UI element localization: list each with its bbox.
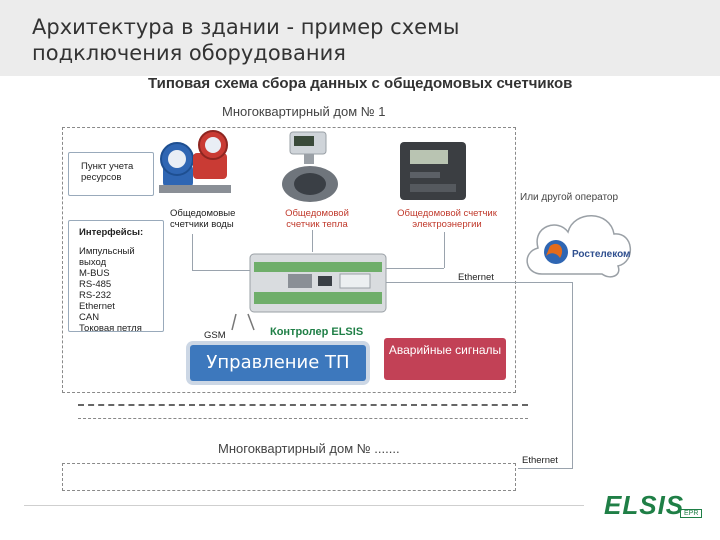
- slide-title: Архитектура в здании - пример схемы подк…: [32, 15, 460, 65]
- slide-header: [0, 0, 720, 76]
- rostelecom-label: Ростелеком: [572, 249, 631, 260]
- interface-item: Ethernet: [79, 301, 115, 312]
- water-meter-icon: [159, 130, 231, 193]
- interfaces-box: Интерфейсы: Импульсный выход M-BUS RS-48…: [68, 220, 164, 334]
- elsis-logo: ELSIS: [604, 490, 685, 520]
- resource-point-box: Пункт учета ресурсов: [68, 152, 154, 196]
- water-meters-label: Общедомовые счетчики воды: [170, 208, 236, 230]
- connector-line: [572, 282, 573, 468]
- interface-item: Импульсный выход: [79, 246, 135, 268]
- ethernet-label-1: Ethernet: [458, 272, 494, 283]
- elsis-logo-sub: EPR: [680, 509, 703, 518]
- gsm-label: GSM: [204, 330, 226, 341]
- interfaces-title: Интерфейсы:: [79, 227, 144, 238]
- heat-meter-icon: [282, 131, 338, 202]
- ethernet-label-2: Ethernet: [522, 455, 558, 466]
- diagram-title: Типовая схема сбора данных с общедомовых…: [148, 75, 573, 92]
- interface-item: Токовая петля: [79, 323, 142, 334]
- power-meter-icon: [400, 142, 466, 200]
- connector-line: [518, 282, 572, 283]
- interface-item: M-BUS: [79, 268, 110, 279]
- controller-label: Контролер ELSIS: [270, 326, 364, 338]
- connector-line: [386, 282, 518, 283]
- operator-label: Или другой оператор: [520, 192, 619, 203]
- power-meter-label: Общедомовой счетчик электроэнергии: [397, 208, 497, 230]
- alarm-signals-button[interactable]: Аварийные сигналы: [384, 338, 506, 380]
- control-tp-button[interactable]: Управление ТП: [190, 345, 366, 381]
- heat-meter-label: Общедомовой счетчик тепла: [285, 208, 349, 230]
- connector-line: [518, 468, 573, 469]
- resource-point-label: Пункт учета ресурсов: [81, 161, 134, 183]
- connector-line: [312, 230, 313, 252]
- house-n-frame: [62, 463, 516, 491]
- connector-line: [192, 270, 250, 271]
- interfaces-list: Импульсный выход M-BUS RS-485 RS-232 Eth…: [69, 238, 163, 334]
- connector-line: [192, 234, 193, 270]
- interface-item: CAN: [79, 312, 100, 323]
- house-n-label: Многоквартирный дом № .......: [218, 441, 400, 456]
- interface-item: RS-232: [79, 290, 112, 301]
- connector-line: [444, 232, 445, 268]
- house-1-label: Многоквартирный дом № 1: [222, 104, 386, 119]
- separator-line: [78, 418, 528, 419]
- controller-icon: [249, 253, 387, 313]
- connector-line: [386, 268, 444, 269]
- interface-item: RS-485: [79, 279, 112, 290]
- antenna-icon: [231, 313, 255, 331]
- separator-line: [78, 404, 528, 406]
- footer-line: [24, 505, 584, 506]
- cloud-icon: [526, 215, 632, 278]
- house-1-frame: [62, 127, 516, 393]
